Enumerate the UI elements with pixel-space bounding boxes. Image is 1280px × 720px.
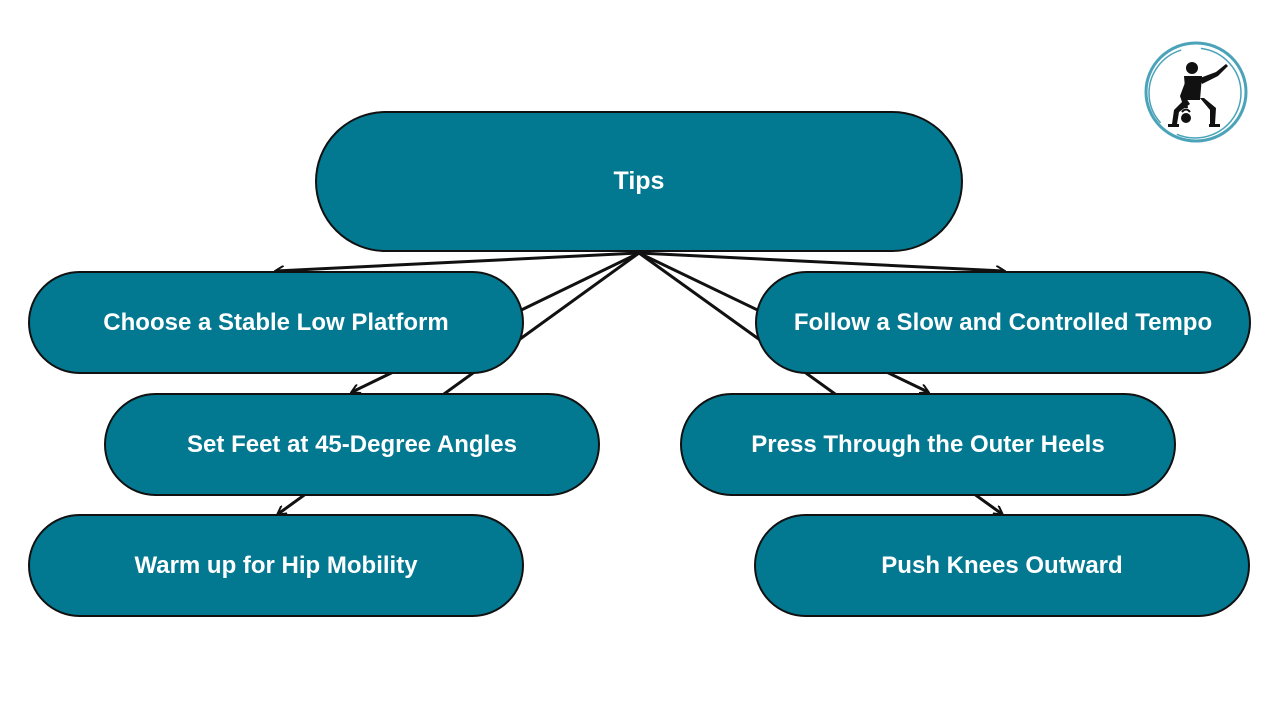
tip-label: Follow a Slow and Controlled Tempo: [793, 308, 1213, 336]
tip-node-tempo: Follow a Slow and Controlled Tempo: [755, 271, 1251, 374]
root-label: Tips: [613, 167, 665, 195]
tip-label: Warm up for Hip Mobility: [134, 551, 418, 579]
tip-label: Push Knees Outward: [881, 551, 1123, 579]
tip-label: Press Through the Outer Heels: [751, 430, 1105, 458]
tip-node-stable-platform: Choose a Stable Low Platform: [28, 271, 524, 374]
tip-node-outer-heels: Press Through the Outer Heels: [680, 393, 1176, 496]
tip-label: Choose a Stable Low Platform: [103, 308, 449, 336]
tip-node-feet-angles: Set Feet at 45-Degree Angles: [104, 393, 600, 496]
connector-root-to-tempo: [638, 251, 1004, 271]
tip-node-knees-outward: Push Knees Outward: [754, 514, 1250, 617]
connector-root-to-platform: [276, 251, 640, 271]
root-node-tips: Tips: [315, 111, 963, 252]
tip-node-hip-mobility: Warm up for Hip Mobility: [28, 514, 524, 617]
kettlebell-squat-logo-icon: [1144, 41, 1248, 143]
tip-label: Set Feet at 45-Degree Angles: [187, 430, 517, 458]
